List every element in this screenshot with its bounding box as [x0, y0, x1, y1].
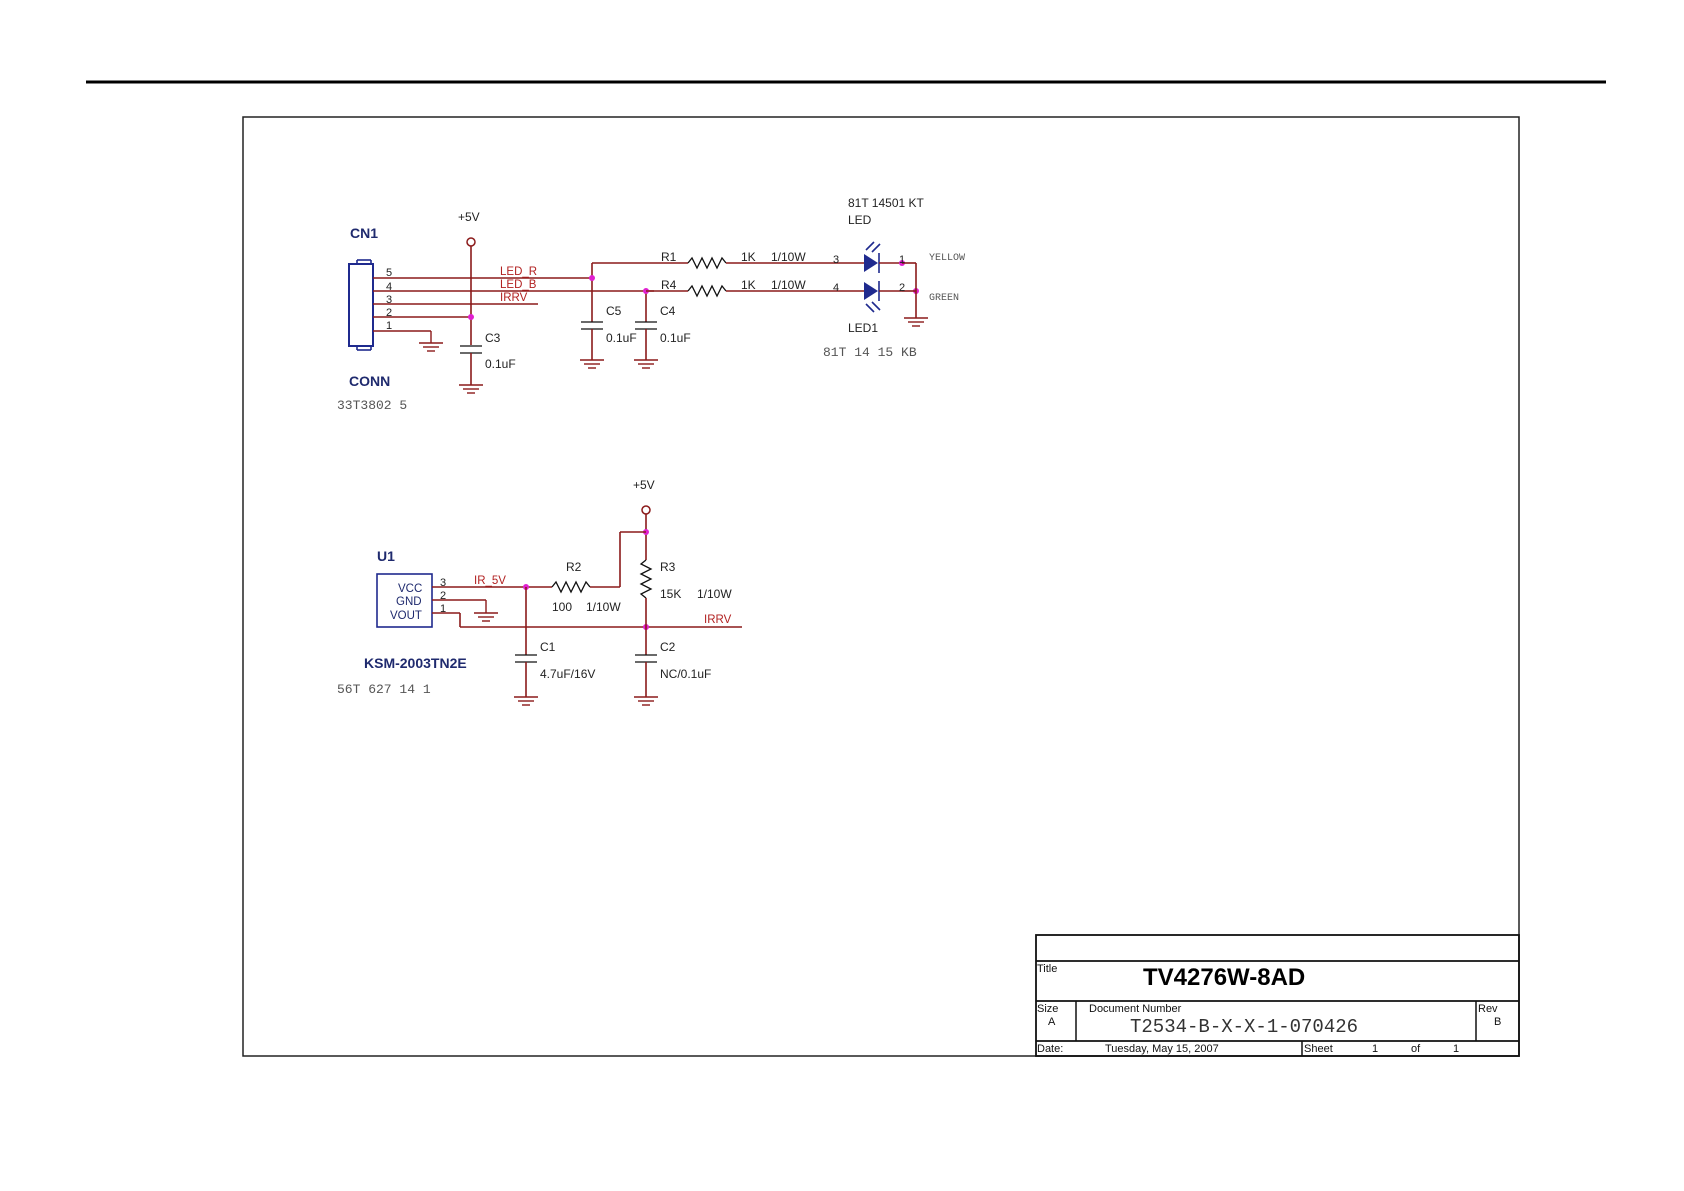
capacitor-c5: C5 0.1uF — [580, 263, 637, 369]
power-label-top: +5V — [458, 210, 480, 224]
led-pin3: 3 — [833, 254, 839, 266]
r4-ref: R4 — [661, 278, 677, 292]
c2-ref: C2 — [660, 640, 676, 654]
sheet-label: Sheet — [1304, 1043, 1333, 1055]
connector-cn1: CN1 5 4 3 2 1 CONN 33T3802 5 — [337, 225, 407, 413]
docnum-label: Document Number — [1089, 1003, 1182, 1015]
c1-value: 4.7uF/16V — [540, 667, 595, 681]
led-ref: LED1 — [848, 321, 878, 335]
capacitor-c3: C3 0.1uF — [459, 331, 516, 394]
led-led1: 81T 14501 KT LED 3 4 1 2 YELLOW GREEN LE… — [823, 196, 965, 360]
r4-power: 1/10W — [771, 278, 806, 292]
sheet-border — [242, 116, 1520, 1057]
date-label: Date: — [1037, 1043, 1063, 1055]
power-label-bottom: +5V — [633, 478, 655, 492]
r2-ref: R2 — [566, 560, 582, 574]
net-ir-5v: IR_5V — [474, 575, 506, 587]
cn1-pin4: 4 — [386, 281, 392, 293]
c3-value: 0.1uF — [485, 357, 516, 371]
power-top: +5V — [458, 210, 480, 345]
u1-pin3: 3 — [440, 577, 446, 589]
cn1-body — [348, 263, 374, 347]
power-bottom: +5V — [619, 478, 655, 587]
resistor-r4: R4 1K 1/10W — [646, 278, 864, 298]
led-type: LED — [848, 213, 872, 227]
of-label: of — [1411, 1043, 1421, 1055]
cn1-value: CONN — [349, 373, 390, 389]
u1-vout-label: VOUT — [390, 610, 422, 622]
u1-pin1: 1 — [440, 603, 446, 615]
rev-label: Rev — [1478, 1003, 1498, 1015]
led-pin4: 4 — [833, 282, 839, 294]
cn1-pin1: 1 — [386, 320, 392, 332]
r4-value: 1K — [741, 278, 756, 292]
c4-ref: C4 — [660, 304, 676, 318]
cn1-pin3: 3 — [386, 294, 392, 306]
resistor-r3: R3 15K 1/10W — [639, 559, 732, 655]
u1-pin2: 2 — [440, 590, 446, 602]
u1-gnd-label: GND — [396, 596, 422, 608]
c4-value: 0.1uF — [660, 331, 691, 345]
title-label: Title — [1037, 963, 1057, 975]
net-irrv: IRRV — [500, 292, 528, 304]
title-block: Title TV4276W-8AD Size A Document Number… — [1035, 934, 1520, 1057]
ir-module-u1: U1 VCC GND VOUT 3 2 1 KSM-2003TN2E 56T 6… — [337, 548, 467, 697]
title-text: TV4276W-8AD — [1143, 964, 1305, 991]
led-part-top: 81T 14501 KT — [848, 196, 925, 210]
connector-wires: LED_R LED_B IRRV — [373, 266, 654, 352]
net-led-b: LED_B — [500, 279, 537, 291]
r1-ref: R1 — [661, 250, 677, 264]
led-pin2: 2 — [899, 282, 905, 294]
sheet-value: 1 — [1372, 1043, 1378, 1055]
cn1-pin2: 2 — [386, 307, 392, 319]
r3-ref: R3 — [660, 560, 676, 574]
c3-ref: C3 — [485, 331, 501, 345]
resistor-r1: R1 1K 1/10W — [592, 250, 864, 270]
c5-value: 0.1uF — [606, 331, 637, 345]
u1-part-number: 56T 627 14 1 — [337, 682, 431, 697]
cn1-part-number: 33T3802 5 — [337, 398, 407, 413]
capacitor-c1: C1 4.7uF/16V — [514, 587, 595, 706]
r1-power: 1/10W — [771, 250, 806, 264]
led-pin1: 1 — [899, 254, 905, 266]
capacitor-c4: C4 0.1uF — [634, 288, 691, 369]
net-irrv-2: IRRV — [704, 614, 732, 626]
size-label: Size — [1037, 1003, 1058, 1015]
u1-value: KSM-2003TN2E — [364, 655, 467, 671]
size-value: A — [1048, 1016, 1056, 1028]
led-green-label: GREEN — [929, 293, 959, 304]
cn1-ref: CN1 — [350, 225, 378, 241]
led-part-bottom: 81T 14 15 KB — [823, 345, 917, 360]
capacitor-c2: C2 NC/0.1uF — [634, 640, 711, 706]
c1-ref: C1 — [540, 640, 556, 654]
rev-value: B — [1494, 1016, 1501, 1028]
net-led-r: LED_R — [500, 266, 537, 278]
cn1-pin5: 5 — [386, 267, 392, 279]
r1-value: 1K — [741, 250, 756, 264]
r3-power: 1/10W — [697, 587, 732, 601]
c5-ref: C5 — [606, 304, 622, 318]
date-value: Tuesday, May 15, 2007 — [1105, 1043, 1219, 1055]
ir-wires: IR_5V IRRV — [432, 575, 742, 630]
resistor-r2: R2 100 1/10W — [551, 560, 621, 614]
r3-value: 15K — [660, 587, 681, 601]
r2-value: 100 — [552, 600, 572, 614]
u1-ref: U1 — [377, 548, 395, 564]
docnum-value: T2534-B-X-X-1-070426 — [1130, 1016, 1358, 1038]
led-yellow-label: YELLOW — [929, 253, 965, 264]
sheet-total: 1 — [1453, 1043, 1459, 1055]
u1-vcc-label: VCC — [398, 583, 422, 595]
r2-power: 1/10W — [586, 600, 621, 614]
c2-value: NC/0.1uF — [660, 667, 711, 681]
